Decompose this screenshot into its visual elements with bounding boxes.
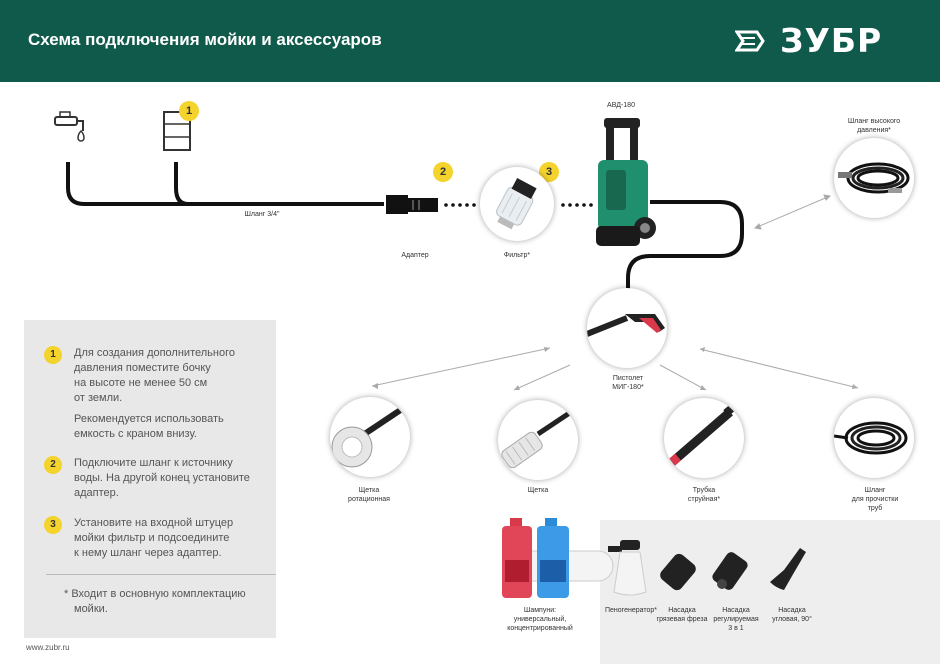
lance-label-line-2: струйная* bbox=[687, 496, 721, 503]
header-bar: Схема подключения мойки и аксессуаров ЗУ… bbox=[0, 0, 940, 82]
pipe-hose-circle bbox=[834, 398, 914, 478]
nozzle-dirt-label: Насадка грязевая фреза bbox=[656, 606, 708, 624]
instruction-2-line-1: Подключите шланг к источнику bbox=[74, 457, 233, 469]
step-badge-1: 1 bbox=[179, 101, 199, 121]
nozzle-adj-label: Насадка регулируемая 3 в 1 bbox=[708, 606, 764, 633]
water-tap-icon bbox=[54, 111, 85, 142]
nozzle-adj-label-line-2: регулируемая bbox=[713, 616, 759, 623]
instruction-1-line-4: от земли. bbox=[74, 392, 123, 404]
brush-circle bbox=[498, 400, 578, 480]
hp-hose-image bbox=[838, 162, 910, 194]
instruction-badge-2: 2 bbox=[44, 456, 62, 474]
nozzle-angle-label-line-1: Насадка bbox=[778, 607, 806, 614]
filter-circle bbox=[480, 167, 554, 241]
brand-logo: ЗУБР bbox=[735, 22, 920, 60]
rotary-brush-label-line-2: ротационная bbox=[348, 496, 390, 503]
shampoo-label-line-1: Шампуни: bbox=[523, 607, 557, 614]
rotary-brush-image bbox=[331, 406, 404, 468]
adapter-label: Адаптер bbox=[401, 252, 429, 259]
nozzle-angle-label: Насадка угловая, 90° bbox=[764, 606, 820, 624]
nozzle-dirt-label-line-2: грязевая фреза bbox=[656, 616, 708, 623]
dotted-connector-filter-washer bbox=[561, 203, 593, 207]
instruction-badge-3: 3 bbox=[44, 516, 62, 534]
instruction-badge-1: 1 bbox=[44, 346, 62, 364]
lance-circle bbox=[664, 398, 744, 478]
instruction-text-3: Установите на входной штуцер мойки фильт… bbox=[74, 516, 269, 561]
hp-hose-label-line-2: давления* bbox=[857, 127, 891, 134]
footnote-line-1: * Входит в основную комплектацию bbox=[64, 588, 246, 600]
instruction-text-2: Подключите шланг к источнику воды. На др… bbox=[74, 456, 269, 501]
rotary-brush-label-line-1: Щетка bbox=[358, 487, 380, 494]
instruction-1-extra-line-2: емкость с краном внизу. bbox=[74, 428, 197, 440]
nozzle-adj-label-line-3: 3 в 1 bbox=[728, 625, 744, 632]
arrow-washer-hp-hose bbox=[753, 194, 832, 230]
hp-hose-circle bbox=[834, 138, 914, 218]
pipe-hose-label-line-1: Шланг bbox=[864, 487, 886, 494]
hose-label: Шланг 3/4" bbox=[244, 211, 280, 218]
nozzle-dirt-label-line-1: Насадка bbox=[668, 607, 696, 614]
gun-label-line-2: МИГ-180* bbox=[612, 384, 644, 391]
instruction-3-line-2: мойки фильтр и подсоедините bbox=[74, 532, 230, 544]
logo-arrow-icon bbox=[735, 30, 765, 52]
instruction-text-1: Для создания дополнительного давления по… bbox=[74, 346, 269, 442]
gun-label: Пистолет МИГ-180* bbox=[598, 374, 658, 392]
pipe-hose-label-line-2: для прочистки bbox=[851, 496, 899, 503]
pipe-hose-image bbox=[834, 421, 908, 455]
hp-hose-label: Шланг высокого давления* bbox=[836, 117, 912, 135]
instruction-2-line-3: адаптер. bbox=[74, 487, 119, 499]
instruction-1-extra-line-1: Рекомендуется использовать bbox=[74, 413, 224, 425]
gun-circle bbox=[587, 288, 667, 368]
foam-label: Пеногенератор* bbox=[604, 607, 657, 614]
instruction-1-line-2: давления поместите бочку bbox=[74, 362, 211, 374]
shampoo-label-line-2: универсальный, bbox=[513, 616, 567, 623]
rotary-brush-label: Щетка ротационная bbox=[336, 486, 402, 504]
page-title: Схема подключения мойки и аксессуаров bbox=[28, 30, 382, 49]
lance-image bbox=[667, 399, 741, 468]
footnote-line-2: мойки. bbox=[74, 603, 108, 615]
instruction-1-line-1: Для создания дополнительного bbox=[74, 347, 235, 359]
washer-label: АВД-180 bbox=[607, 102, 635, 109]
rotary-brush-circle bbox=[330, 397, 410, 477]
pipe-hose-label: Шланг для прочистки труб bbox=[842, 486, 908, 513]
filter-image bbox=[496, 178, 537, 230]
lance-label: Трубка струйная* bbox=[676, 486, 732, 504]
adapter-image bbox=[386, 195, 438, 214]
nozzle-angle-label-line-2: угловая, 90° bbox=[772, 616, 812, 623]
shampoo-label: Шампуни: универсальный, концентрированны… bbox=[500, 606, 580, 633]
lance-label-line-1: Трубка bbox=[692, 487, 716, 494]
step-badge-2: 2 bbox=[433, 162, 453, 182]
instruction-3-line-1: Установите на входной штуцер bbox=[74, 517, 234, 529]
website-link[interactable]: www.zubr.ru bbox=[26, 643, 70, 652]
water-hose-line bbox=[66, 162, 384, 206]
nozzle-adj-label-line-1: Насадка bbox=[722, 607, 750, 614]
hp-hose-label-line-1: Шланг высокого bbox=[847, 118, 901, 125]
barrel-hose-line bbox=[174, 162, 189, 206]
pressure-washer-image bbox=[596, 118, 656, 246]
instruction-3-line-3: к нему шланг через адаптер. bbox=[74, 547, 222, 559]
pipe-hose-label-line-3: труб bbox=[867, 505, 883, 512]
high-pressure-hose-line bbox=[626, 200, 744, 302]
footnote: * Входит в основную комплектацию мойки. bbox=[64, 587, 264, 617]
barrel-icon bbox=[163, 111, 191, 151]
instructions-panel: 1 Для создания дополнительного давления … bbox=[24, 320, 276, 638]
dotted-connector-adapter-filter bbox=[444, 203, 476, 207]
brush-label: Щетка bbox=[527, 487, 549, 494]
spray-gun-image bbox=[587, 314, 665, 338]
logo-text: ЗУБР bbox=[780, 21, 883, 60]
instruction-2-line-2: воды. На другой конец установите bbox=[74, 472, 250, 484]
instruction-1-line-3: на высоте не менее 50 см bbox=[74, 377, 208, 389]
instructions-divider bbox=[46, 574, 276, 575]
arrows-gun-accessories bbox=[371, 347, 859, 391]
shampoo-label-line-3: концентрированный bbox=[507, 625, 573, 632]
filter-label: Фильтр* bbox=[503, 252, 531, 259]
gun-label-line-1: Пистолет bbox=[612, 375, 644, 382]
accessories-background bbox=[600, 520, 940, 664]
shampoo-bar bbox=[502, 550, 614, 582]
arrow-heads bbox=[372, 347, 858, 390]
step-badge-3: 3 bbox=[539, 162, 559, 182]
brush-image bbox=[501, 407, 576, 469]
